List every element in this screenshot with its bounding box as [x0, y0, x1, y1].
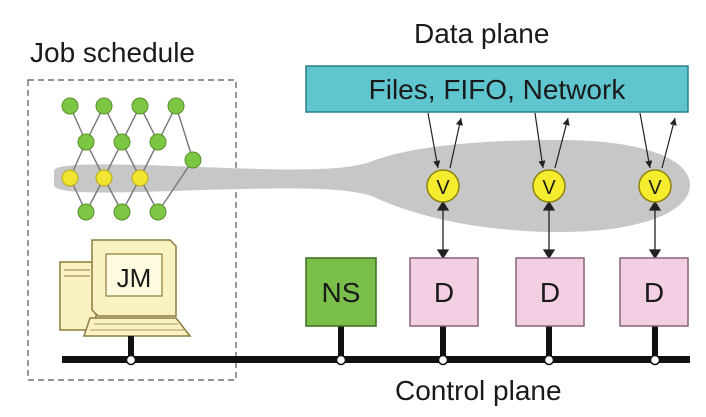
- graph-node-active: [61, 169, 79, 187]
- vertex-daemon-links: [436, 200, 662, 260]
- graph-node: [95, 97, 113, 115]
- graph-node: [149, 133, 167, 151]
- data-plane-arrows: [427, 112, 677, 169]
- graph-node: [113, 133, 131, 151]
- data-plane-box-label: Files, FIFO, Network: [369, 74, 627, 105]
- graph-node: [77, 203, 95, 221]
- job-schedule-frame: [27, 79, 237, 381]
- name-server: NS: [305, 257, 377, 327]
- graph-node: [77, 133, 95, 151]
- graph-node: [131, 97, 149, 115]
- graph-node: [61, 97, 79, 115]
- control-plane-label: Control plane: [395, 375, 562, 406]
- vertex-1: V: [426, 169, 460, 203]
- daemon-1: D: [409, 257, 479, 327]
- job-schedule-label: Job schedule: [30, 37, 195, 68]
- graph-node-active: [131, 169, 149, 187]
- control-plane-bus: [62, 356, 690, 363]
- vertex-3-label: V: [648, 177, 662, 199]
- data-plane-box: [305, 65, 689, 113]
- daemon-2: D: [515, 257, 585, 327]
- daemon-2-label: D: [540, 277, 560, 308]
- name-server-label: NS: [322, 277, 361, 308]
- job-manager-computer: JM: [59, 239, 192, 337]
- bus-connectors: [128, 326, 658, 358]
- data-plane-label: Data plane: [414, 18, 549, 49]
- graph-node: [167, 97, 185, 115]
- computer-keyboard-icon: [82, 317, 192, 337]
- graph-node-active: [95, 169, 113, 187]
- job-manager-label: JM: [117, 263, 152, 293]
- dataflow-graph-edges: [69, 105, 194, 213]
- daemon-1-label: D: [434, 277, 454, 308]
- bus-connector-dots: [125, 354, 661, 366]
- vertex-2: V: [532, 169, 566, 203]
- daemon-3-label: D: [644, 277, 664, 308]
- vertex-2-label: V: [542, 177, 556, 199]
- vertex-shadow-blob: [54, 140, 690, 232]
- graph-node: [149, 203, 167, 221]
- graph-node: [113, 203, 131, 221]
- daemon-3: D: [619, 257, 689, 327]
- dataflow-graph-nodes: [61, 97, 202, 221]
- graph-node: [184, 151, 202, 169]
- vertex-1-label: V: [436, 177, 450, 199]
- vertex-3: V: [638, 169, 672, 203]
